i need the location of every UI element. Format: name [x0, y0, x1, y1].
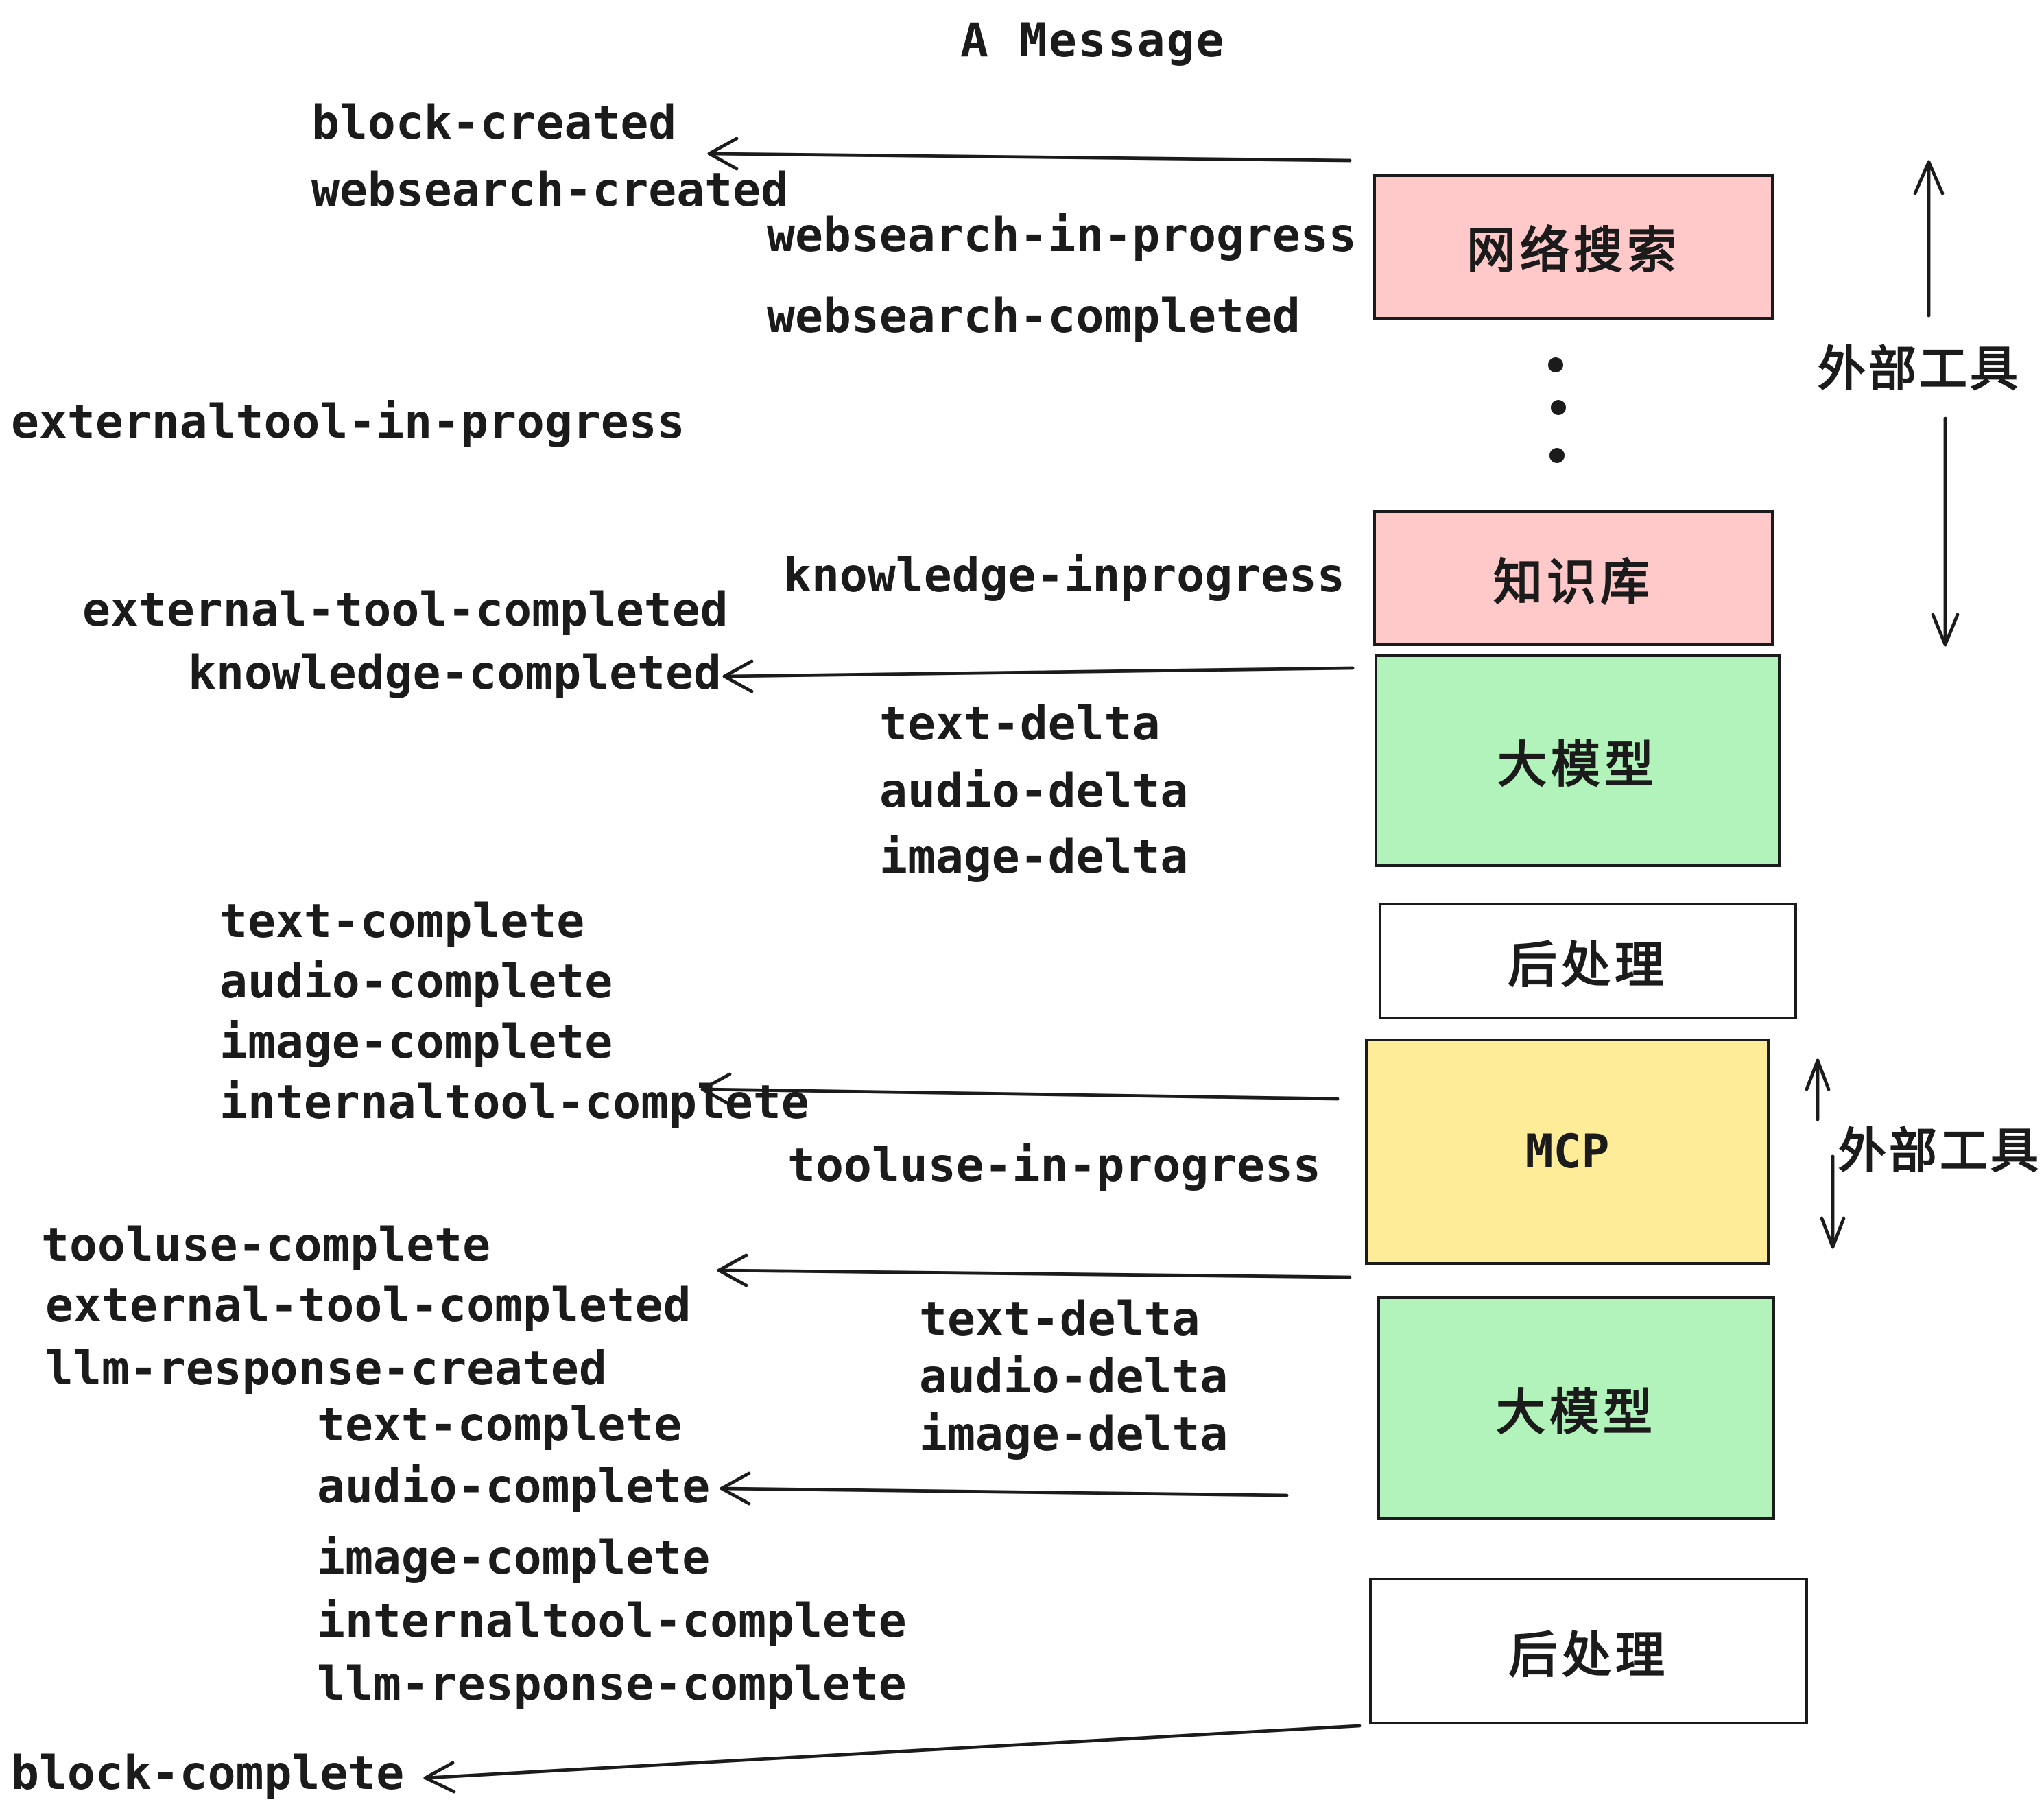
event-image-complete-1: image-complete: [219, 1015, 613, 1070]
event-image-delta-2: image-delta: [919, 1408, 1228, 1462]
event-internaltool-complete-2: internaltool-complete: [317, 1594, 907, 1649]
event-image-delta-1: image-delta: [879, 830, 1189, 885]
event-text-delta-1: text-delta: [879, 697, 1161, 752]
event-websearch-in-progress: websearch-in-progress: [767, 209, 1357, 263]
box-websearch: 网络搜索: [1373, 174, 1774, 320]
event-external-tool-completed-2: external-tool-completed: [45, 1279, 691, 1333]
box-llm-2: 大模型: [1377, 1296, 1775, 1520]
box-llm-1-label: 大模型: [1497, 737, 1658, 794]
box-knowledge: 知识库: [1373, 510, 1774, 646]
arrow-to-image-complete: [700, 1072, 1340, 1106]
external-tools-up-arrow-2: [1805, 1058, 1831, 1121]
box-post-processing-1-label: 后处理: [1507, 938, 1668, 994]
arrow-to-tooluse-complete: [717, 1253, 1352, 1287]
external-tools-up-arrow-1: [1913, 160, 1945, 318]
arrow-to-block-complete: [423, 1724, 1362, 1794]
diagram-title: A Message: [960, 14, 1226, 69]
box-mcp-label: MCP: [1525, 1124, 1610, 1179]
box-websearch-label: 网络搜索: [1466, 224, 1680, 280]
event-block-complete: block-complete: [11, 1746, 405, 1801]
arrow-to-audio-complete: [720, 1471, 1289, 1506]
box-post-processing-2-label: 后处理: [1508, 1628, 1669, 1684]
event-image-complete-2: image-complete: [317, 1531, 711, 1586]
external-tools-annotation-1: 外部工具: [1818, 343, 2021, 398]
arrow-to-knowledge-completed: [722, 659, 1355, 693]
event-knowledge-inprogress: knowledge-inprogress: [783, 549, 1345, 604]
box-llm-1: 大模型: [1375, 654, 1781, 867]
box-post-processing-2: 后处理: [1369, 1578, 1808, 1724]
event-llm-response-complete: llm-response-complete: [317, 1657, 907, 1712]
external-tools-down-arrow-2: [1820, 1154, 1846, 1249]
event-text-complete-1: text-complete: [219, 894, 585, 949]
continuation-dots: [1548, 357, 1566, 463]
event-audio-complete-1: audio-complete: [219, 955, 613, 1010]
event-llm-response-created: llm-response-created: [45, 1342, 607, 1397]
event-tooluse-in-progress: tooluse-in-progress: [787, 1139, 1321, 1194]
event-websearch-created: websearch-created: [311, 163, 789, 218]
box-mcp: MCP: [1365, 1039, 1770, 1265]
event-external-tool-completed-1: external-tool-completed: [82, 583, 728, 638]
event-audio-delta-2: audio-delta: [919, 1350, 1228, 1405]
arrow-to-block-created: [707, 137, 1352, 171]
box-knowledge-label: 知识库: [1493, 555, 1654, 611]
event-tooluse-complete: tooluse-complete: [41, 1218, 491, 1273]
external-tools-down-arrow-1: [1931, 416, 1960, 647]
event-audio-complete-2: audio-complete: [317, 1460, 711, 1515]
event-text-delta-2: text-delta: [919, 1292, 1200, 1347]
external-tools-annotation-2: 外部工具: [1838, 1125, 2042, 1180]
event-knowledge-completed: knowledge-completed: [188, 646, 722, 701]
event-websearch-completed: websearch-completed: [767, 289, 1300, 344]
event-audio-delta-1: audio-delta: [879, 764, 1189, 819]
event-block-created: block-created: [311, 96, 677, 151]
event-internaltool-complete-1: internaltool-complete: [219, 1076, 809, 1130]
box-llm-2-label: 大模型: [1495, 1385, 1656, 1441]
box-post-processing-1: 后处理: [1379, 903, 1797, 1019]
event-text-complete-2: text-complete: [317, 1398, 682, 1453]
event-externaltool-in-progress: externaltool-in-progress: [11, 395, 685, 450]
